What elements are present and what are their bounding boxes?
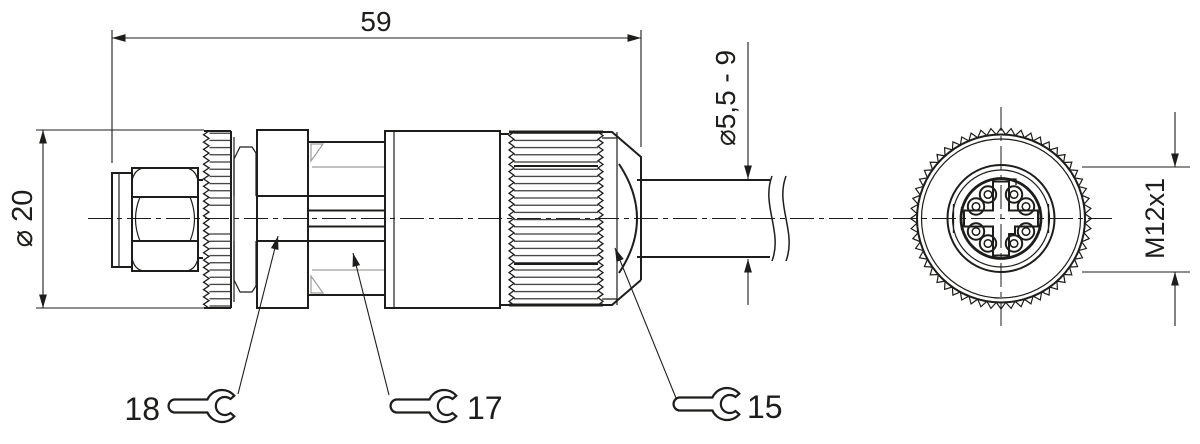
contact-pin [1016,222,1036,241]
front-view [893,107,1113,330]
cable-break-line [782,175,790,262]
connector-nose [111,172,133,268]
outer-diameter-label: ⌀ 20 [7,190,39,248]
dim-arrow [744,259,752,273]
callout-wrench-15: 15 [611,246,783,425]
coupling-ring [202,130,257,309]
dim-cable-diameter: ⌀5,5 - 9 [710,42,752,305]
contact-carrier [308,209,385,228]
contact-pin [983,189,993,200]
contact-pin [1004,234,1024,253]
dim-arrow [1171,272,1179,286]
side-view [88,129,888,309]
dim-arrow [112,34,126,42]
contact-pin [1021,201,1031,212]
leader-arrow [270,235,282,251]
contact-pins [966,185,1036,253]
contact-pin [1004,185,1024,204]
contact-pin [978,234,998,253]
contact-pin [971,226,981,237]
dim-arrow [1171,153,1179,167]
overall-length-label: 59 [360,6,391,37]
contact-pin [983,238,993,249]
contact-pin [1009,238,1019,249]
dim-outer-diameter: ⌀ 20 [7,129,204,309]
wrench-size-label: 15 [747,389,783,425]
contact-pin [971,201,981,212]
callout-wrench-18: 18 [124,235,282,427]
contact-pin [978,185,998,204]
contact-pin [966,222,986,241]
dim-overall-length: 59 [111,6,642,163]
wrench-size-label: 18 [124,391,160,427]
dim-arrow [39,294,47,308]
thread-neck [198,179,203,259]
contact-pin [966,197,986,216]
body-block [256,129,309,309]
dim-arrow [744,165,752,179]
cable-diameter-label: ⌀5,5 - 9 [710,50,741,146]
callout-wrench-17: 17 [349,252,503,426]
contact-pin [1016,197,1036,216]
leader-arrow [349,252,361,268]
wrench-icon [389,388,458,424]
dim-thread: M12x1 [1082,112,1190,326]
dim-arrow [39,130,47,144]
contact-pin [1009,189,1019,200]
wrench-icon [672,386,741,422]
wrench-icon [167,388,236,424]
contact-pin [1021,226,1031,237]
cable [637,175,790,262]
thread-label: M12x1 [1140,178,1170,259]
insert-key-notch [1006,178,1017,185]
wrench-size-label: 17 [467,390,503,426]
dim-arrow [627,34,641,42]
main-tube [384,130,509,309]
hex-nut [131,167,199,272]
